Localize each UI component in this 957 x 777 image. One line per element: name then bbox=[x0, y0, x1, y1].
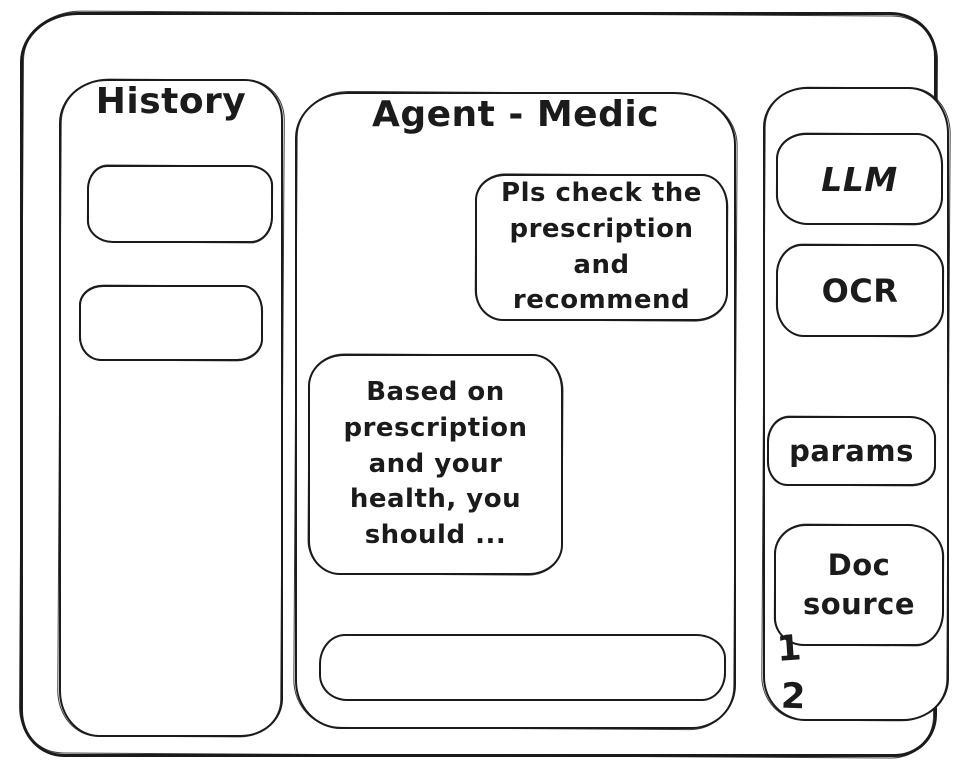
user-message-text: Pls check the prescription and recommend bbox=[501, 177, 702, 316]
agent-message-bubble: Based on prescription and your health, y… bbox=[308, 354, 563, 575]
doc-source-button[interactable]: Doc source bbox=[774, 524, 944, 646]
history-item[interactable] bbox=[79, 285, 263, 361]
llm-button[interactable]: LLM bbox=[776, 133, 943, 225]
history-item[interactable] bbox=[87, 165, 273, 243]
history-panel: History bbox=[59, 79, 283, 737]
chat-panel: Agent - Medic Pls check the prescription… bbox=[295, 92, 736, 729]
doc-source-item-2[interactable]: 2 bbox=[780, 676, 807, 718]
params-button[interactable]: params bbox=[767, 416, 936, 486]
ocr-button[interactable]: OCR bbox=[776, 244, 944, 337]
user-message-bubble: Pls check the prescription and recommend bbox=[475, 174, 728, 321]
agent-message-text: Based on prescription and your health, y… bbox=[343, 376, 528, 551]
tools-panel: LLM OCR params Doc source 1 2 bbox=[763, 87, 949, 721]
chat-title: Agent - Medic bbox=[371, 94, 660, 135]
app-window-frame: History Agent - Medic Pls check the pres… bbox=[20, 12, 949, 757]
message-input[interactable] bbox=[319, 634, 726, 701]
doc-source-item-1[interactable]: 1 bbox=[775, 628, 804, 670]
history-title: History bbox=[95, 81, 247, 122]
